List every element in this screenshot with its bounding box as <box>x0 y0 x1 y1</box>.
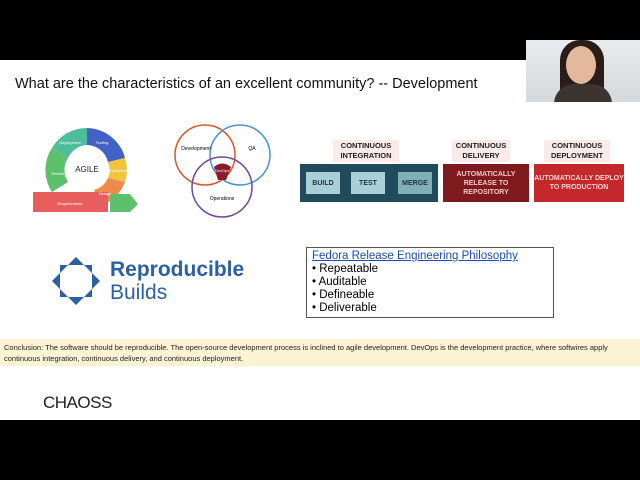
agile-step-4: Testing <box>96 140 109 145</box>
agile-step-1: Requirements <box>58 201 83 206</box>
build-step: BUILD <box>306 172 340 194</box>
fedora-item: • Auditable <box>312 276 367 288</box>
venn-dev: Development <box>181 146 211 152</box>
ci-label: CONTINUOUS INTEGRATION <box>333 140 399 162</box>
repro-line1: Reproducible <box>110 258 245 281</box>
agile-step-3: Development <box>106 168 130 173</box>
fedora-item: • Repeatable <box>312 263 379 275</box>
cd-label: CONTINUOUS DELIVERY <box>452 140 510 162</box>
test-step: TEST <box>351 172 385 194</box>
presenter-webcam <box>526 40 640 102</box>
delivery-box: AUTOMATICALLY RELEASE TO REPOSITORY <box>443 164 529 202</box>
venn-qa: QA <box>248 146 256 152</box>
merge-step: MERGE <box>398 172 432 194</box>
agile-center-label: AGILE <box>75 165 99 174</box>
venn-devops: DevOps <box>215 168 229 173</box>
reproducible-builds-logo: Reproducible Builds <box>110 258 244 304</box>
agile-step-6: Review <box>51 171 64 176</box>
venn-ops: Operations <box>210 196 235 202</box>
slide: What are the characteristics of an excel… <box>0 60 640 420</box>
reproducible-builds-logo-icon <box>52 257 100 305</box>
repro-line2: Builds <box>110 281 168 304</box>
agile-step-2: Design <box>99 191 111 196</box>
fedora-item: • Deliverable <box>312 302 377 314</box>
deployment-box: AUTOMATICALLY DEPLOY TO PRODUCTION <box>534 164 624 202</box>
cdep-label: CONTINUOUS DEPLOYMENT <box>544 140 610 162</box>
conclusion-text: Conclusion: The software should be repro… <box>0 339 640 366</box>
agile-step-5: Deployment <box>59 140 81 145</box>
devops-venn-diagram: Development QA DevOps Operations <box>174 124 271 218</box>
slide-title: What are the characteristics of an excel… <box>15 76 478 92</box>
chaoss-logo: CHAOSS <box>43 393 112 412</box>
fedora-philosophy-box: Fedora Release Engineering Philosophy • … <box>306 247 554 318</box>
fedora-item: • Defineable <box>312 289 375 301</box>
fedora-philosophy-link[interactable]: Fedora Release Engineering Philosophy <box>312 250 518 262</box>
agile-cycle-diagram: AGILE Requirements Design Development Te… <box>33 127 138 212</box>
